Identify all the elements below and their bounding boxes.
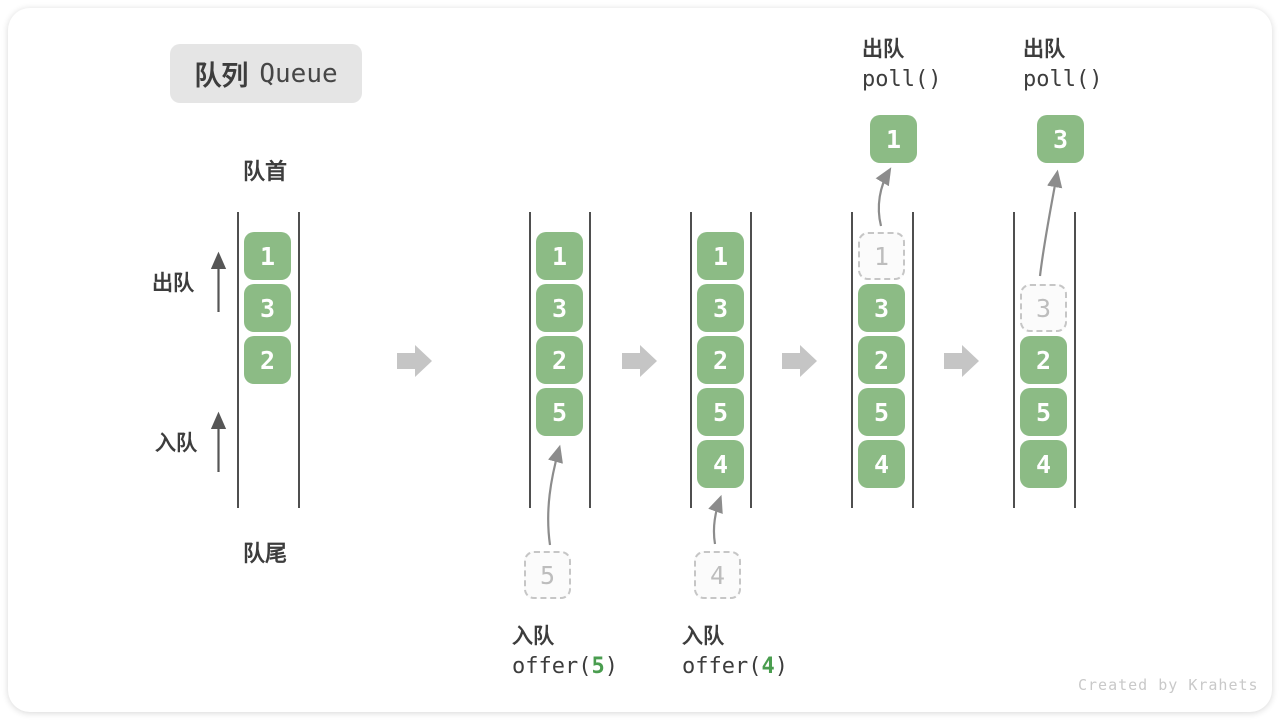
queue-wall xyxy=(750,212,752,508)
diagram-card xyxy=(8,8,1272,712)
queue-item: 1 xyxy=(697,232,744,280)
call-arg: 4 xyxy=(761,654,775,679)
call-prefix: offer( xyxy=(512,654,592,679)
label-enqueue: 入队 xyxy=(155,432,197,455)
queue-wall xyxy=(690,212,692,508)
caption-offer-call: offer(5) xyxy=(512,654,618,679)
queue-item: 5 xyxy=(697,388,744,436)
header-dequeue: 出队 xyxy=(1023,38,1065,61)
queue-wall xyxy=(237,212,239,508)
queue-item: 5 xyxy=(536,388,583,436)
queue-item: 1 xyxy=(244,232,291,280)
queue-wall xyxy=(912,212,914,508)
queue-item: 3 xyxy=(244,284,291,332)
queue-item: 3 xyxy=(536,284,583,332)
caption-enqueue: 入队 xyxy=(682,625,724,648)
header-poll-call: poll() xyxy=(1023,67,1103,92)
polled-item: 1 xyxy=(870,115,917,163)
title-en: Queue xyxy=(259,58,338,89)
queue-wall xyxy=(298,212,300,508)
queue-item: 3 xyxy=(858,284,905,332)
queue-item: 5 xyxy=(1020,388,1067,436)
call-suffix: ) xyxy=(774,654,788,679)
title-badge: 队列 Queue xyxy=(170,44,362,103)
call-arg: 5 xyxy=(591,654,605,679)
queue-item: 2 xyxy=(1020,336,1067,384)
label-queue-rear: 队尾 xyxy=(243,541,288,566)
header-dequeue: 出队 xyxy=(862,38,904,61)
queue-wall xyxy=(589,212,591,508)
queue-wall xyxy=(1074,212,1076,508)
queue-item: 1 xyxy=(536,232,583,280)
pending-item: 4 xyxy=(694,551,741,599)
caption-enqueue: 入队 xyxy=(512,625,554,648)
queue-wall xyxy=(529,212,531,508)
queue-item: 2 xyxy=(697,336,744,384)
call-suffix: ) xyxy=(604,654,618,679)
pending-item: 5 xyxy=(524,551,571,599)
queue-item: 2 xyxy=(536,336,583,384)
queue-item: 5 xyxy=(858,388,905,436)
watermark: Created by Krahets xyxy=(1078,676,1259,694)
queue-wall xyxy=(1013,212,1015,508)
polled-item: 3 xyxy=(1037,115,1084,163)
removed-item: 1 xyxy=(858,232,905,280)
queue-item: 2 xyxy=(244,336,291,384)
queue-item: 3 xyxy=(697,284,744,332)
label-queue-front: 队首 xyxy=(243,159,288,184)
title-zh: 队列 xyxy=(194,61,249,91)
header-poll-call: poll() xyxy=(862,67,942,92)
call-prefix: offer( xyxy=(682,654,762,679)
queue-item: 4 xyxy=(697,440,744,488)
queue-item: 4 xyxy=(858,440,905,488)
queue-item: 4 xyxy=(1020,440,1067,488)
removed-item: 3 xyxy=(1020,284,1067,332)
queue-item: 2 xyxy=(858,336,905,384)
caption-offer-call: offer(4) xyxy=(682,654,788,679)
label-dequeue: 出队 xyxy=(152,272,194,295)
queue-wall xyxy=(851,212,853,508)
